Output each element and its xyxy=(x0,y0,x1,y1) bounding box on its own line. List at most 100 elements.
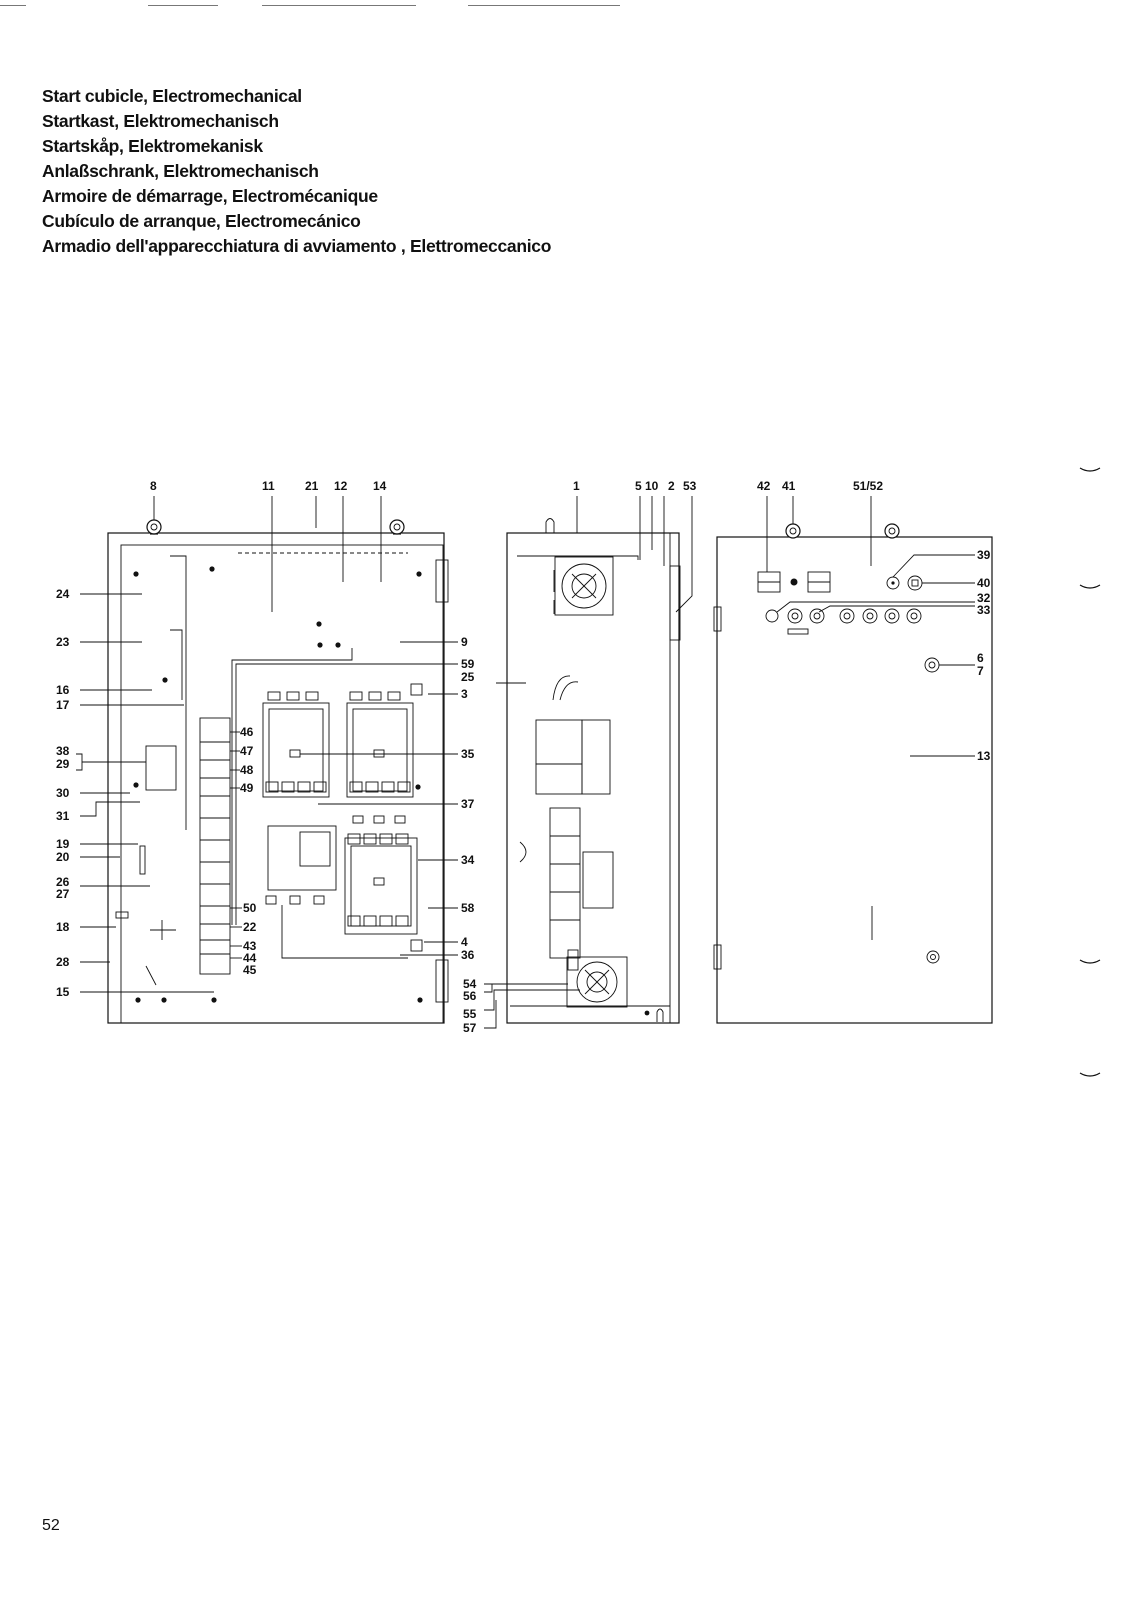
callout-13: 13 xyxy=(977,749,991,763)
door-selector-switch xyxy=(790,578,798,586)
callout-34: 34 xyxy=(461,853,475,867)
side-device-stack xyxy=(519,719,614,971)
callout-58: 58 xyxy=(461,901,475,915)
lifting-eye-door-right xyxy=(884,523,900,539)
binding-marks xyxy=(1079,467,1101,1077)
callout-12: 12 xyxy=(334,479,348,493)
callout-24: 24 xyxy=(56,587,70,601)
title-swedish: Startskåp, Elektromekanisk xyxy=(42,136,263,156)
callout-50: 50 xyxy=(243,901,257,915)
callout-43: 43 xyxy=(243,939,257,953)
callout-23: 23 xyxy=(56,635,70,649)
hinge-lower xyxy=(713,944,722,970)
callout-37: 37 xyxy=(461,797,475,811)
title-french: Armoire de démarrage, Electromécanique xyxy=(42,186,378,206)
side-view xyxy=(506,518,681,1024)
callout-36: 36 xyxy=(461,948,475,962)
title-spanish: Cubículo de arranque, Electromecánico xyxy=(42,211,361,231)
callout-32: 32 xyxy=(977,591,991,605)
callout-9: 9 xyxy=(461,635,468,649)
callout-59: 59 xyxy=(461,657,475,671)
header-rule-4 xyxy=(468,5,620,6)
callout-5: 5 xyxy=(635,479,642,493)
contactor-right xyxy=(346,683,423,798)
callout-labels: 8 11 21 12 14 1 5 10 2 53 42 41 51/52 24… xyxy=(56,479,991,1035)
header-rule-1 xyxy=(0,5,26,6)
callout-40: 40 xyxy=(977,576,991,590)
contactor-left xyxy=(262,691,330,798)
callout-57: 57 xyxy=(463,1021,477,1035)
callout-30: 30 xyxy=(56,786,70,800)
callout-53: 53 xyxy=(683,479,697,493)
callout-4: 4 xyxy=(461,935,468,949)
fan-upper xyxy=(554,556,614,616)
callout-46: 46 xyxy=(240,725,254,739)
title-german: Anlaßschrank, Elektromechanisch xyxy=(42,161,319,181)
header-rule-2 xyxy=(148,5,218,6)
callout-49: 49 xyxy=(240,781,254,795)
door-view xyxy=(713,523,993,1024)
title-italian: Armadio dell'apparecchiatura di avviamen… xyxy=(42,236,552,256)
door-meter-left xyxy=(757,571,781,593)
header-rule-3 xyxy=(262,5,416,6)
callout-51-52: 51/52 xyxy=(853,479,883,493)
callout-6: 6 xyxy=(977,651,984,665)
callout-56: 56 xyxy=(463,989,477,1003)
title-dutch: Startkast, Elektromechanisch xyxy=(42,111,279,131)
callout-48: 48 xyxy=(240,763,254,777)
callout-16: 16 xyxy=(56,683,70,697)
multilingual-title-block: Start cubicle, Electromechanical Startka… xyxy=(42,84,551,259)
callout-28: 28 xyxy=(56,955,70,969)
contactor-lower xyxy=(344,833,418,935)
lifting-eye-left xyxy=(146,519,162,535)
callout-45: 45 xyxy=(243,963,257,977)
callout-29: 29 xyxy=(56,757,70,771)
callout-31: 31 xyxy=(56,809,70,823)
door-meter-right xyxy=(807,571,831,593)
callout-7: 7 xyxy=(977,664,984,678)
callout-38: 38 xyxy=(56,744,70,758)
fan-lower xyxy=(566,956,628,1008)
callout-41: 41 xyxy=(782,479,796,493)
callout-44: 44 xyxy=(243,951,257,965)
motor-protection-breaker xyxy=(265,825,337,905)
callout-14: 14 xyxy=(373,479,387,493)
side-outline xyxy=(506,532,680,1024)
callout-22: 22 xyxy=(243,920,257,934)
indicator-lamp-40 xyxy=(907,575,923,591)
interior-outline xyxy=(107,532,445,1024)
page-number: 52 xyxy=(42,1517,60,1534)
callout-55: 55 xyxy=(463,1007,477,1021)
indicator-lamp-39 xyxy=(886,576,900,590)
callout-15: 15 xyxy=(56,985,70,999)
door-lock-upper xyxy=(924,657,940,673)
callout-54: 54 xyxy=(463,977,477,991)
callout-27: 27 xyxy=(56,887,70,901)
callout-26: 26 xyxy=(56,875,70,889)
callout-47: 47 xyxy=(240,744,254,758)
push-button-row xyxy=(765,608,922,635)
interior-view xyxy=(107,519,449,1024)
callout-17: 17 xyxy=(56,698,70,712)
callout-19: 19 xyxy=(56,837,70,851)
callout-20: 20 xyxy=(56,850,70,864)
callout-21: 21 xyxy=(305,479,319,493)
callout-39: 39 xyxy=(977,548,991,562)
door-leader-lines xyxy=(766,496,975,757)
title-english: Start cubicle, Electromechanical xyxy=(42,86,302,106)
callout-8: 8 xyxy=(150,479,157,493)
door-lock-lower xyxy=(926,950,940,964)
callout-10: 10 xyxy=(645,479,659,493)
side-leader-lines xyxy=(484,496,693,1029)
lifting-eye-right xyxy=(389,519,405,535)
door-outline xyxy=(716,536,993,1024)
callout-35: 35 xyxy=(461,747,475,761)
callout-25: 25 xyxy=(461,670,475,684)
terminal-column xyxy=(199,717,231,975)
callout-3: 3 xyxy=(461,687,468,701)
callout-1: 1 xyxy=(573,479,580,493)
callout-18: 18 xyxy=(56,920,70,934)
hinge-upper xyxy=(713,606,722,632)
interior-leader-lines xyxy=(76,496,458,993)
